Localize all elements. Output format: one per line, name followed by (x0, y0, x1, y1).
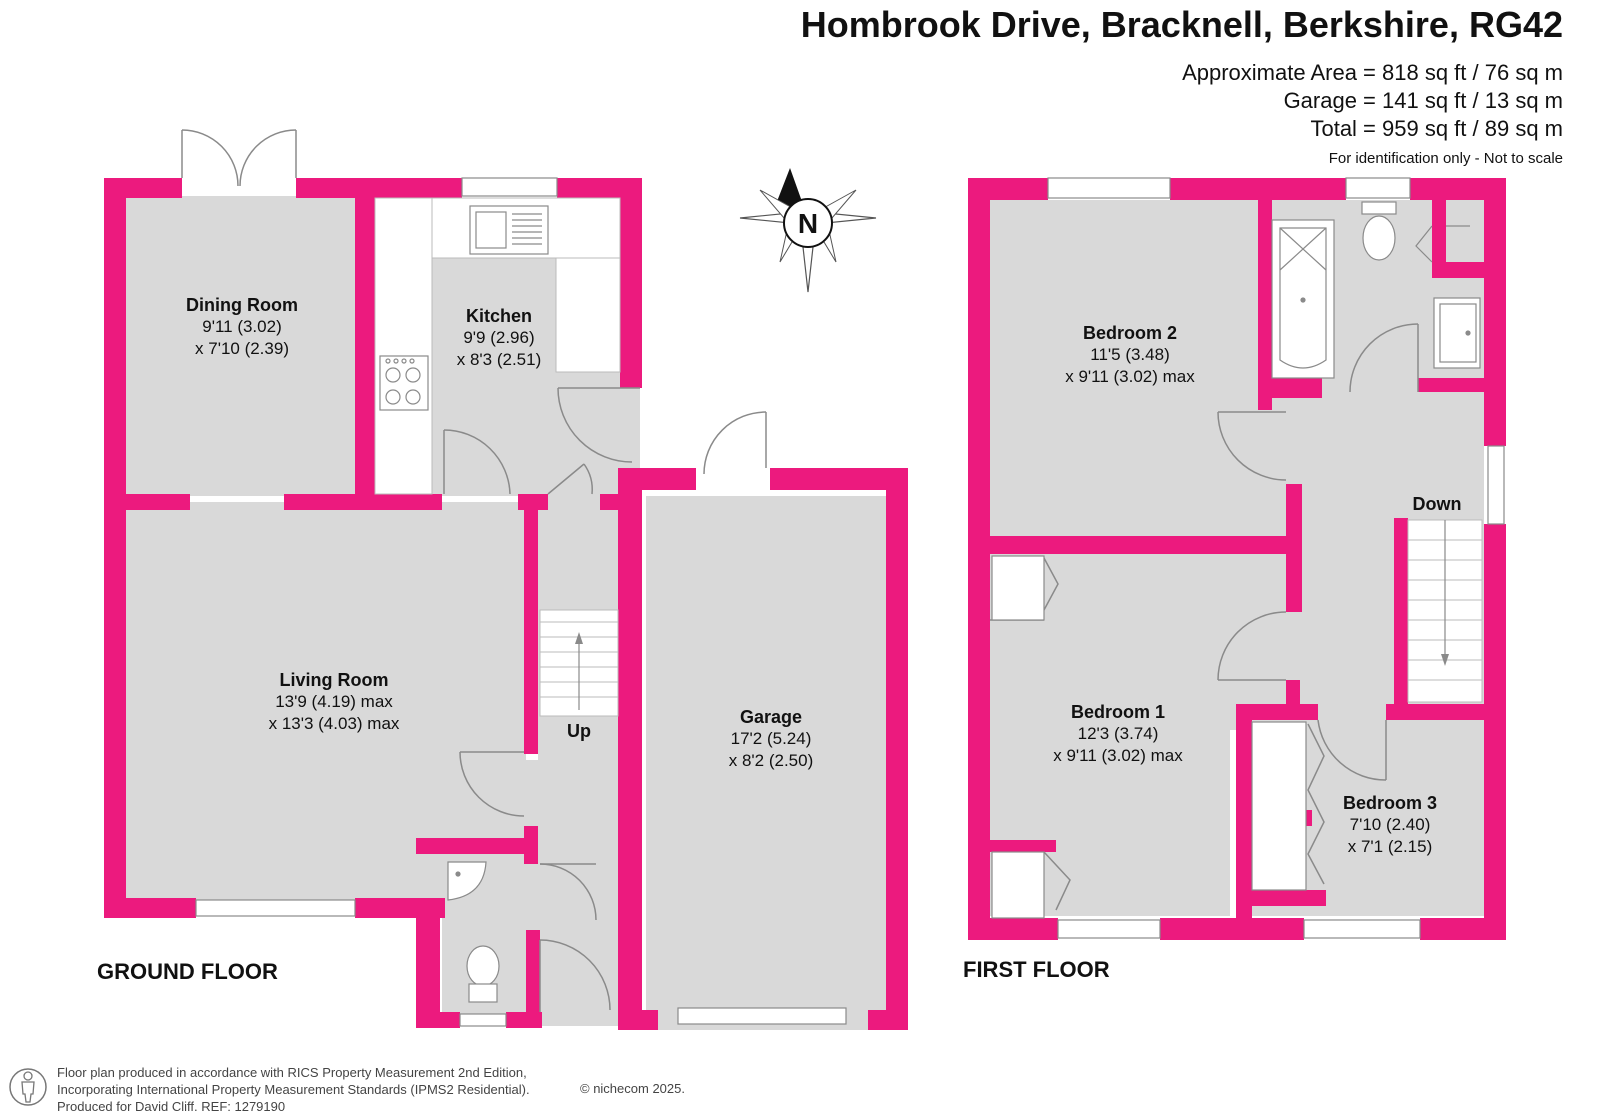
room-dim-1: 17'2 (5.24) (731, 729, 812, 748)
ground-floor-walls (104, 178, 908, 1030)
wc-fittings (447, 861, 500, 1003)
room-bedroom-1: Bedroom 1 12'3 (3.74) x 9'11 (3.02) max (1053, 702, 1183, 765)
compass-label: N (798, 208, 818, 239)
room-dining: Dining Room 9'11 (3.02) x 7'10 (2.39) (186, 295, 298, 358)
first-floor-windows (1047, 177, 1505, 939)
french-doors (181, 129, 297, 187)
room-bedroom-3: Bedroom 3 7'10 (2.40) x 7'1 (2.15) (1343, 793, 1437, 856)
room-dim-2: x 13'3 (4.03) max (269, 714, 400, 733)
room-dim-1: 12'3 (3.74) (1078, 724, 1159, 743)
sink-icon (469, 205, 549, 255)
footer-text: Floor plan produced in accordance with R… (57, 1064, 530, 1115)
arrow-down-icon (1441, 654, 1449, 666)
arrow-up-icon (575, 632, 583, 644)
compass-icon: N (739, 168, 877, 293)
room-name: Kitchen (466, 306, 532, 326)
property-title: Hombrook Drive, Bracknell, Berkshire, RG… (800, 4, 1563, 45)
first-floor-label: FIRST FLOOR (963, 957, 1110, 982)
room-name: Dining Room (186, 295, 298, 315)
hob-icon (379, 355, 429, 411)
room-dim-2: x 9'11 (3.02) max (1065, 367, 1195, 386)
room-name: Garage (740, 707, 802, 727)
room-dim-1: 11'5 (3.48) (1090, 345, 1169, 364)
toilet-icon (466, 945, 500, 1003)
ground-floor-windows (195, 177, 847, 1027)
first-floor-plan: Down Bedroom 2 11'5 (3.48) x 9'11 (3.02)… (968, 177, 1506, 940)
bath-icon (1271, 219, 1335, 379)
wardrobes (991, 555, 1307, 919)
first-floor-walls (968, 178, 1506, 940)
room-bedroom-2: Bedroom 2 11'5 (3.48) x 9'11 (3.02) max (1065, 323, 1195, 386)
room-dim-2: x 8'3 (2.51) (457, 350, 542, 369)
person-icon (9, 1068, 47, 1106)
kitchen-rear-floor (432, 372, 640, 496)
kitchen-fittings (374, 197, 621, 495)
identification-note: For identification only - Not to scale (1328, 150, 1563, 167)
footer-line-3: Produced for David Cliff. REF: 1279190 (57, 1099, 286, 1114)
area-total: Total = 959 sq ft / 89 sq m (1310, 116, 1563, 141)
stairs-up: Up (539, 609, 619, 741)
room-dim-2: x 9'11 (3.02) max (1053, 746, 1183, 765)
bathroom-fittings (1271, 201, 1481, 379)
room-dim-1: 13'9 (4.19) max (275, 692, 393, 711)
room-dim-1: 7'10 (2.40) (1350, 815, 1431, 834)
room-dim-2: x 8'2 (2.50) (729, 751, 814, 770)
ground-floor-label: GROUND FLOOR (97, 959, 278, 984)
garage-floor (646, 496, 890, 1030)
cupboard-door (1415, 225, 1470, 263)
area-garage: Garage = 141 sq ft / 13 sq m (1283, 88, 1563, 113)
basin-icon (1433, 297, 1481, 369)
worktop-left (374, 197, 433, 495)
room-garage: Garage 17'2 (5.24) x 8'2 (2.50) (729, 707, 814, 770)
area-approximate: Approximate Area = 818 sq ft / 76 sq m (1182, 60, 1563, 85)
room-name: Bedroom 3 (1343, 793, 1437, 813)
toilet-icon (1361, 201, 1397, 261)
stairs-down: Down (1407, 494, 1483, 703)
room-living: Living Room 13'9 (4.19) max x 13'3 (4.03… (269, 670, 400, 733)
footer-line-2: Incorporating International Property Mea… (57, 1082, 530, 1097)
footer-line-1: Floor plan produced in accordance with R… (57, 1065, 527, 1080)
stairs-down-label: Down (1413, 494, 1462, 514)
ground-floor-doors (443, 387, 767, 1012)
room-name: Bedroom 2 (1083, 323, 1177, 343)
room-dim-1: 9'9 (2.96) (463, 328, 534, 347)
bedroom-2-floor (990, 200, 1258, 536)
stairs-up-label: Up (567, 721, 591, 741)
room-dim-2: x 7'1 (2.15) (1348, 837, 1433, 856)
room-kitchen: Kitchen 9'9 (2.96) x 8'3 (2.51) (457, 306, 542, 369)
room-dim-2: x 7'10 (2.39) (195, 339, 289, 358)
ground-floor-plan: Up Dining Room 9'11 (3.02) x 7'10 (2.39)… (104, 129, 908, 1030)
dining-room-floor (126, 196, 359, 496)
room-dim-1: 9'11 (3.02) (202, 317, 281, 336)
worktop-right (555, 257, 621, 373)
copyright-text: © nichecom 2025. (580, 1081, 685, 1096)
room-name: Living Room (280, 670, 389, 690)
room-name: Bedroom 1 (1071, 702, 1165, 722)
